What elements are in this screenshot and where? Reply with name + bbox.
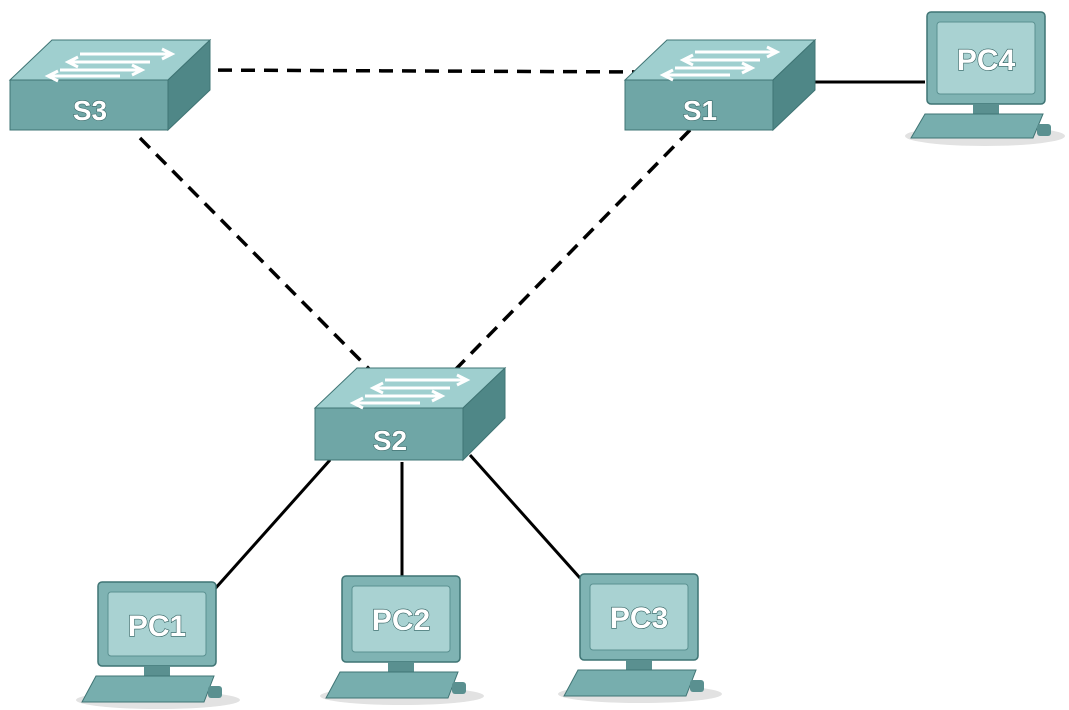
switch-s2[interactable]: S2 <box>313 366 507 462</box>
switch-label: S2 <box>373 425 407 456</box>
pc-pc2[interactable]: PC2 <box>320 575 484 705</box>
switch-label: S1 <box>683 95 717 126</box>
pc-base <box>910 113 1044 139</box>
pc-screen <box>936 21 1036 95</box>
link-s2-pc1 <box>203 459 332 601</box>
pc-stand <box>144 666 170 676</box>
pc-label: PC2 <box>372 604 430 637</box>
pc-base <box>563 669 697 697</box>
link-s2-pc3 <box>468 454 582 579</box>
switch-arrows-icon <box>44 47 176 83</box>
link-s3-s2 <box>138 136 374 374</box>
pc-pc1[interactable]: PC1 <box>76 581 240 709</box>
switch-s3[interactable]: S3 <box>8 38 212 132</box>
pc-stand <box>973 104 999 114</box>
mouse-icon <box>690 680 704 692</box>
mouse-icon <box>208 686 222 698</box>
pc-pc4[interactable]: PC4 <box>905 11 1065 146</box>
switch-front <box>624 79 774 131</box>
links <box>138 68 925 601</box>
pc-label: PC4 <box>957 44 1016 77</box>
pc-screen <box>589 583 689 651</box>
pc-label: PC3 <box>610 602 668 635</box>
pc-stand <box>388 662 414 672</box>
mouse-icon <box>1037 124 1051 136</box>
switch-arrows-icon <box>349 373 471 410</box>
switch-front <box>314 407 464 461</box>
pc-pc3[interactable]: PC3 <box>558 573 722 703</box>
pc-base <box>81 675 215 703</box>
link-s3-s1 <box>194 68 651 74</box>
pc-stand <box>626 660 652 670</box>
pc-base <box>325 671 459 699</box>
link-s1-s2 <box>453 128 692 372</box>
pc-screen <box>351 585 451 653</box>
switch-front <box>9 79 169 131</box>
mouse-icon <box>452 682 466 694</box>
pc-screen <box>107 591 207 657</box>
switch-s1[interactable]: S1 <box>623 38 817 132</box>
switch-arrows-icon <box>659 45 781 82</box>
switch-label: S3 <box>73 95 107 126</box>
pc-label: PC1 <box>128 610 186 643</box>
